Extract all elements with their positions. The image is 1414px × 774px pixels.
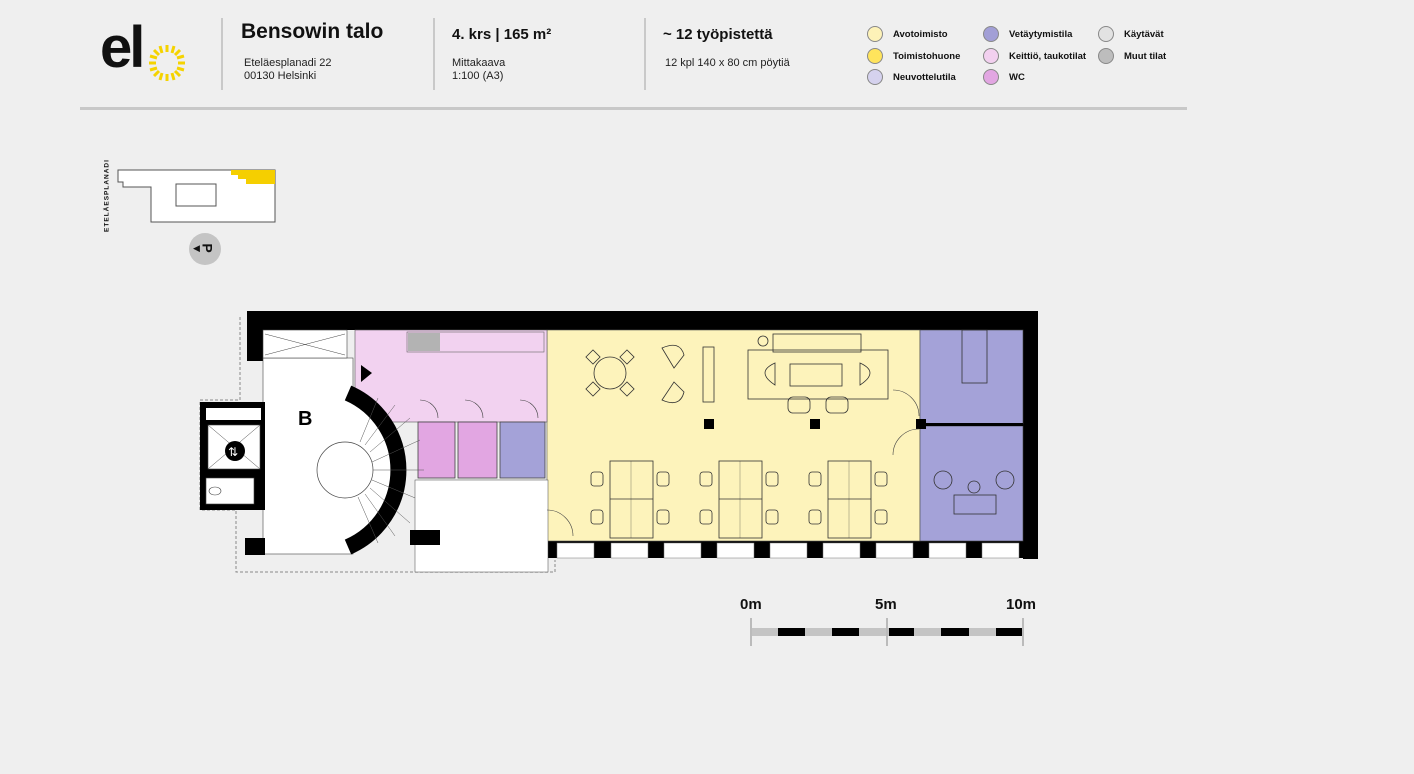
swatch [1098,26,1114,42]
room-wc-1 [417,421,456,479]
stair-treads [357,397,424,544]
entrance-arrow-icon [361,365,372,382]
legend-item-muut-tilat: Muut tilat [1098,48,1166,64]
elevator-icon [225,441,245,461]
column [704,419,714,429]
legend-label: WC [1009,71,1025,83]
divider [433,18,435,90]
swatch [867,26,883,42]
legend-item-keittio: Keittiö, taukotilat [983,48,1086,64]
legend-item-avotoimisto: Avotoimisto [867,26,948,42]
parking-marker: ◀ P [189,233,221,265]
divider [221,18,223,90]
windows [556,542,1020,559]
divider [644,18,646,90]
wall-right [1023,311,1038,559]
legend-item-neuvottelutila: Neuvottelutila [867,69,956,85]
legend-label: Muut tilat [1124,50,1167,62]
room-wc-2 [457,421,498,479]
room-small-purple [499,421,546,479]
column [916,419,926,429]
chairs [585,329,1015,525]
legend-item-kaytavat: Käytävät [1098,26,1164,42]
legend-item-toimistohuone: Toimistohuone [867,48,960,64]
scale-label: Mittakaava [452,57,506,69]
legend-label: Vetäytymistila [1009,28,1073,40]
room-vetaytymistila-2 [919,425,1024,542]
wall-top [247,311,1038,330]
scale-label-0: 0m [740,596,762,613]
swatch [983,69,999,85]
scale-label-10: 10m [1006,596,1037,613]
legend-label: Toimistohuone [893,50,961,62]
svg-text:⇅: ⇅ [228,445,238,459]
legend-label: Avotoimisto [893,28,948,40]
wall-left [247,311,263,361]
logo-text: el [100,15,145,80]
sun-icon [149,45,185,81]
legend-label: Keittiö, taukotilat [1009,50,1087,62]
doors [419,389,920,537]
legend-label: Käytävät [1124,28,1164,40]
kitchen-counter [406,331,545,353]
swatch [867,48,883,64]
building-name: Bensowin talo [241,20,384,43]
header-divider [80,107,1187,110]
column [810,419,820,429]
scale-bar [750,618,1024,646]
room-vetaytymistila-1 [919,329,1024,425]
logo: el [100,15,190,86]
floor-heading: 4. krs | 165 m² [452,26,552,43]
workstations-detail: 12 kpl 140 x 80 cm pöytiä [665,57,790,69]
swatch [1098,48,1114,64]
workstations-heading: ~ 12 työpistettä [663,26,773,43]
desks [609,460,872,539]
scale-value: 1:100 (A3) [452,70,504,82]
arrow-left-icon: ◀ [193,243,200,253]
legend-item-vetaytymistila: Vetäytymistila [983,26,1072,42]
stair-label: B [298,408,312,430]
legend-item-wc: WC [983,69,1025,85]
swatch [983,48,999,64]
scale-label-5: 5m [875,596,897,613]
swatch [983,26,999,42]
room-wc-small [205,477,255,505]
room-avotoimisto [546,329,921,542]
swatch [867,69,883,85]
address-line2: 00130 Helsinki [244,70,317,82]
building-keymap [117,169,276,223]
address-line1: Eteläesplanadi 22 [244,57,332,69]
legend-label: Neuvottelutila [893,71,956,83]
